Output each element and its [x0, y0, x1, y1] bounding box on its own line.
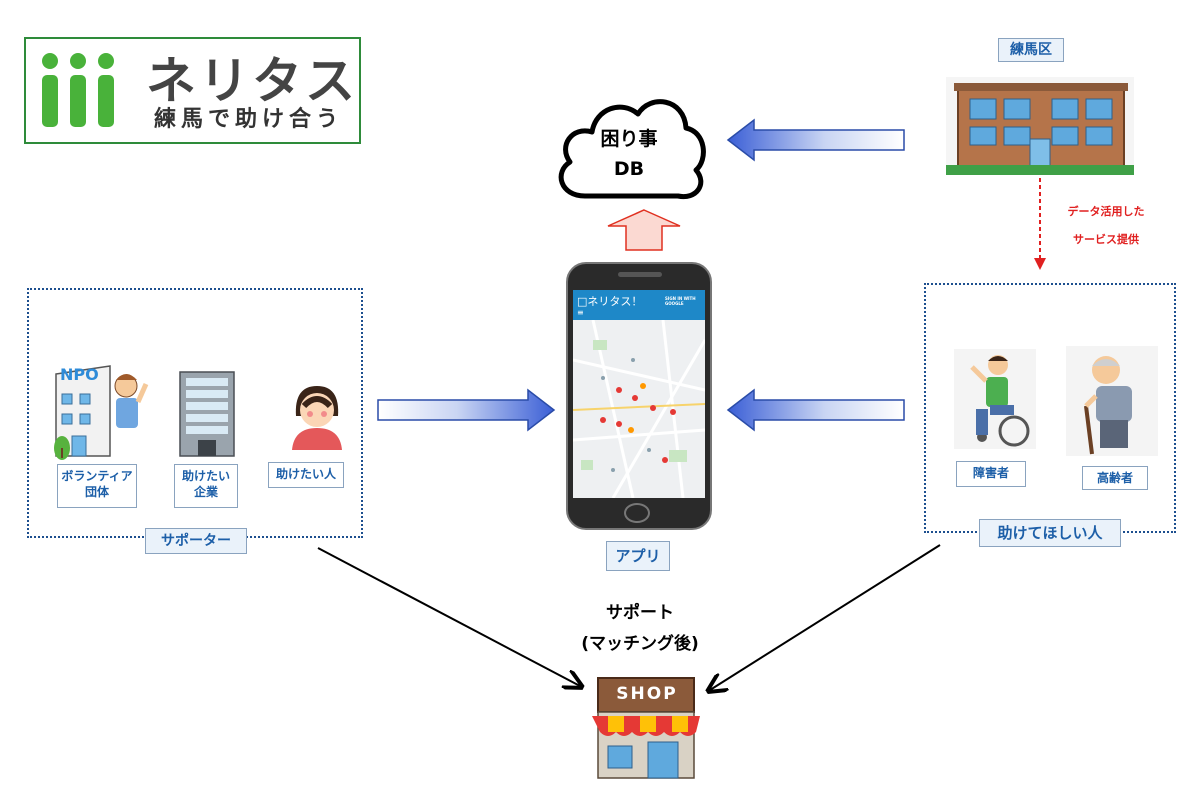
- menu-icon[interactable]: ≡: [577, 308, 584, 317]
- disabled-person-label: 障害者: [956, 461, 1026, 487]
- logo-subtitle: 練馬で助け合う: [154, 107, 344, 132]
- company-label: 助けたい 企業: [174, 464, 238, 508]
- volunteer-group-label: ボランティア 団体: [57, 464, 137, 508]
- phone-home-button[interactable]: [624, 503, 650, 523]
- app-screen[interactable]: □ネリタス！ SIGN IN WITH GOOGLE ≡: [573, 290, 705, 498]
- svg-text:NPO: NPO: [60, 365, 99, 384]
- needers-to-app-arrow: [726, 388, 905, 432]
- ward-label: 練馬区: [998, 38, 1064, 62]
- data-service-line-1: データ活用した: [1067, 205, 1145, 218]
- logo-mark-icon: [42, 53, 114, 127]
- npo-building-icon: NPO: [54, 365, 149, 460]
- volunteer-line-2: 団体: [84, 485, 109, 499]
- support-caption: サポート (マッチング後): [540, 598, 740, 660]
- upload-arrow: [607, 209, 681, 251]
- elderly-person-icon: [1066, 346, 1158, 456]
- data-service-arrow: [1034, 178, 1046, 270]
- ward-to-db-arrow: [726, 118, 905, 162]
- helper-person-label: 助けたい人: [268, 462, 344, 488]
- logo-title: ネリタス: [146, 52, 358, 110]
- data-service-line-2: サービス提供: [1073, 233, 1139, 246]
- company-building-icon: [179, 371, 235, 457]
- support-line-1: サポート: [606, 603, 674, 623]
- wheelchair-user-icon: [954, 349, 1036, 449]
- shop-icon: [592, 677, 700, 779]
- map-view[interactable]: [573, 320, 705, 498]
- cloud-db-icon: [558, 99, 706, 200]
- company-line-1: 助けたい: [181, 469, 230, 483]
- company-line-2: 企業: [193, 485, 218, 499]
- helper-person-icon: [292, 386, 342, 450]
- support-line-2: (マッチング後): [581, 634, 699, 654]
- app-label: アプリ: [606, 541, 670, 571]
- needers-group-label: 助けてほしい人: [979, 519, 1121, 547]
- cloud-label-1: 困り事: [600, 128, 658, 150]
- signin-button[interactable]: SIGN IN WITH GOOGLE: [665, 296, 696, 306]
- shop-sign: SHOP: [616, 684, 678, 704]
- neritas-logo: ネリタス 練馬で助け合う: [24, 37, 361, 144]
- elderly-person-label: 高齢者: [1082, 466, 1148, 490]
- data-service-note: データ活用した サービス提供: [1050, 198, 1162, 254]
- app-screen-title: □ネリタス！: [577, 295, 643, 308]
- phone-speaker: [618, 272, 662, 277]
- ward-office-building-icon: [946, 77, 1134, 175]
- volunteer-line-1: ボランティア: [61, 469, 133, 483]
- supporters-to-app-arrow: [377, 388, 556, 432]
- app-header: □ネリタス！ SIGN IN WITH GOOGLE ≡: [573, 290, 705, 320]
- supporters-group-label: サポーター: [145, 528, 247, 554]
- cloud-label-2: DB: [613, 158, 645, 180]
